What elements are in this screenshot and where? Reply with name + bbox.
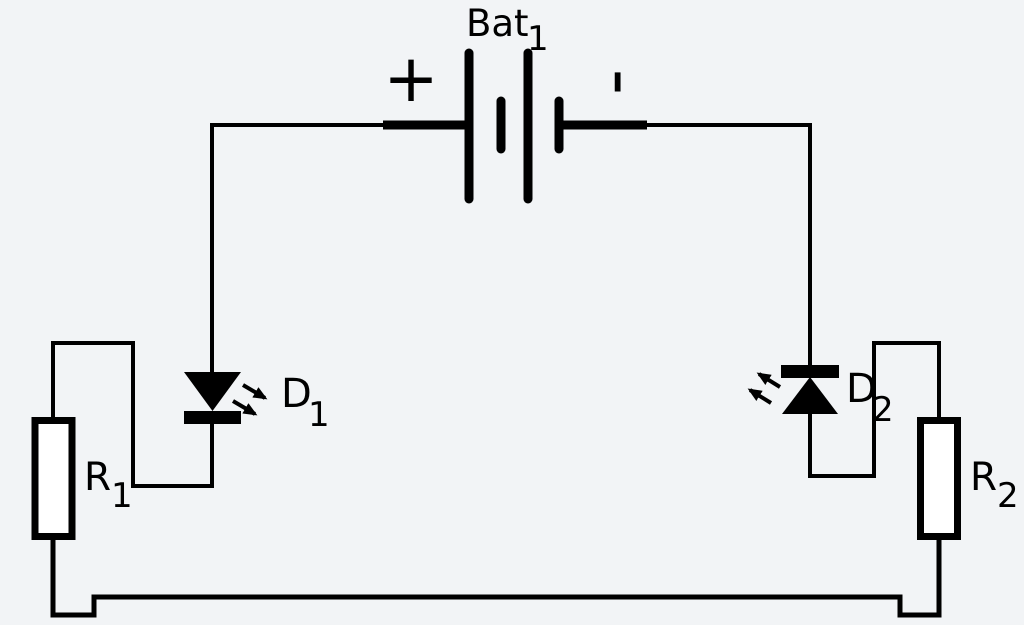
- led1-triangle-icon: [184, 372, 241, 411]
- wire-led1-to-r1: [51, 341, 214, 488]
- resistor-r2-label: R: [970, 455, 997, 500]
- resistor-r1-label: R: [84, 455, 111, 500]
- led1-label: D: [281, 371, 312, 417]
- led2-light-arrow-icon: [747, 388, 773, 405]
- wire-led2-to-r2: [808, 341, 941, 478]
- led1-label-subscript: 1: [308, 395, 330, 435]
- led2-label-subscript: 2: [872, 390, 894, 430]
- wire-battery-positive-to-led1: [210, 123, 404, 373]
- resistor-r1-label-subscript: 1: [111, 476, 133, 516]
- led1-light-arrow-icon: [231, 399, 258, 416]
- battery-positive-sign: +: [383, 40, 438, 117]
- led1-cathode-bar: [184, 411, 241, 424]
- resistor-r2-body: [917, 417, 961, 540]
- battery-negative-mark: ': [608, 59, 627, 141]
- led2-cathode-bar: [781, 365, 839, 378]
- led1-light-arrow-icon: [241, 383, 268, 400]
- led2-triangle-icon: [782, 377, 838, 414]
- resistor-r1-body: [31, 417, 76, 540]
- wire-battery-negative-to-led2: [645, 123, 812, 366]
- battery-label: Bat: [466, 2, 529, 45]
- led2-label: D: [846, 366, 877, 412]
- led2-light-arrow-icon: [756, 372, 782, 389]
- resistor-r2-label-subscript: 2: [997, 476, 1019, 516]
- wire-bottom-return-bus: [50, 538, 942, 618]
- battery-label-subscript: 1: [527, 19, 549, 59]
